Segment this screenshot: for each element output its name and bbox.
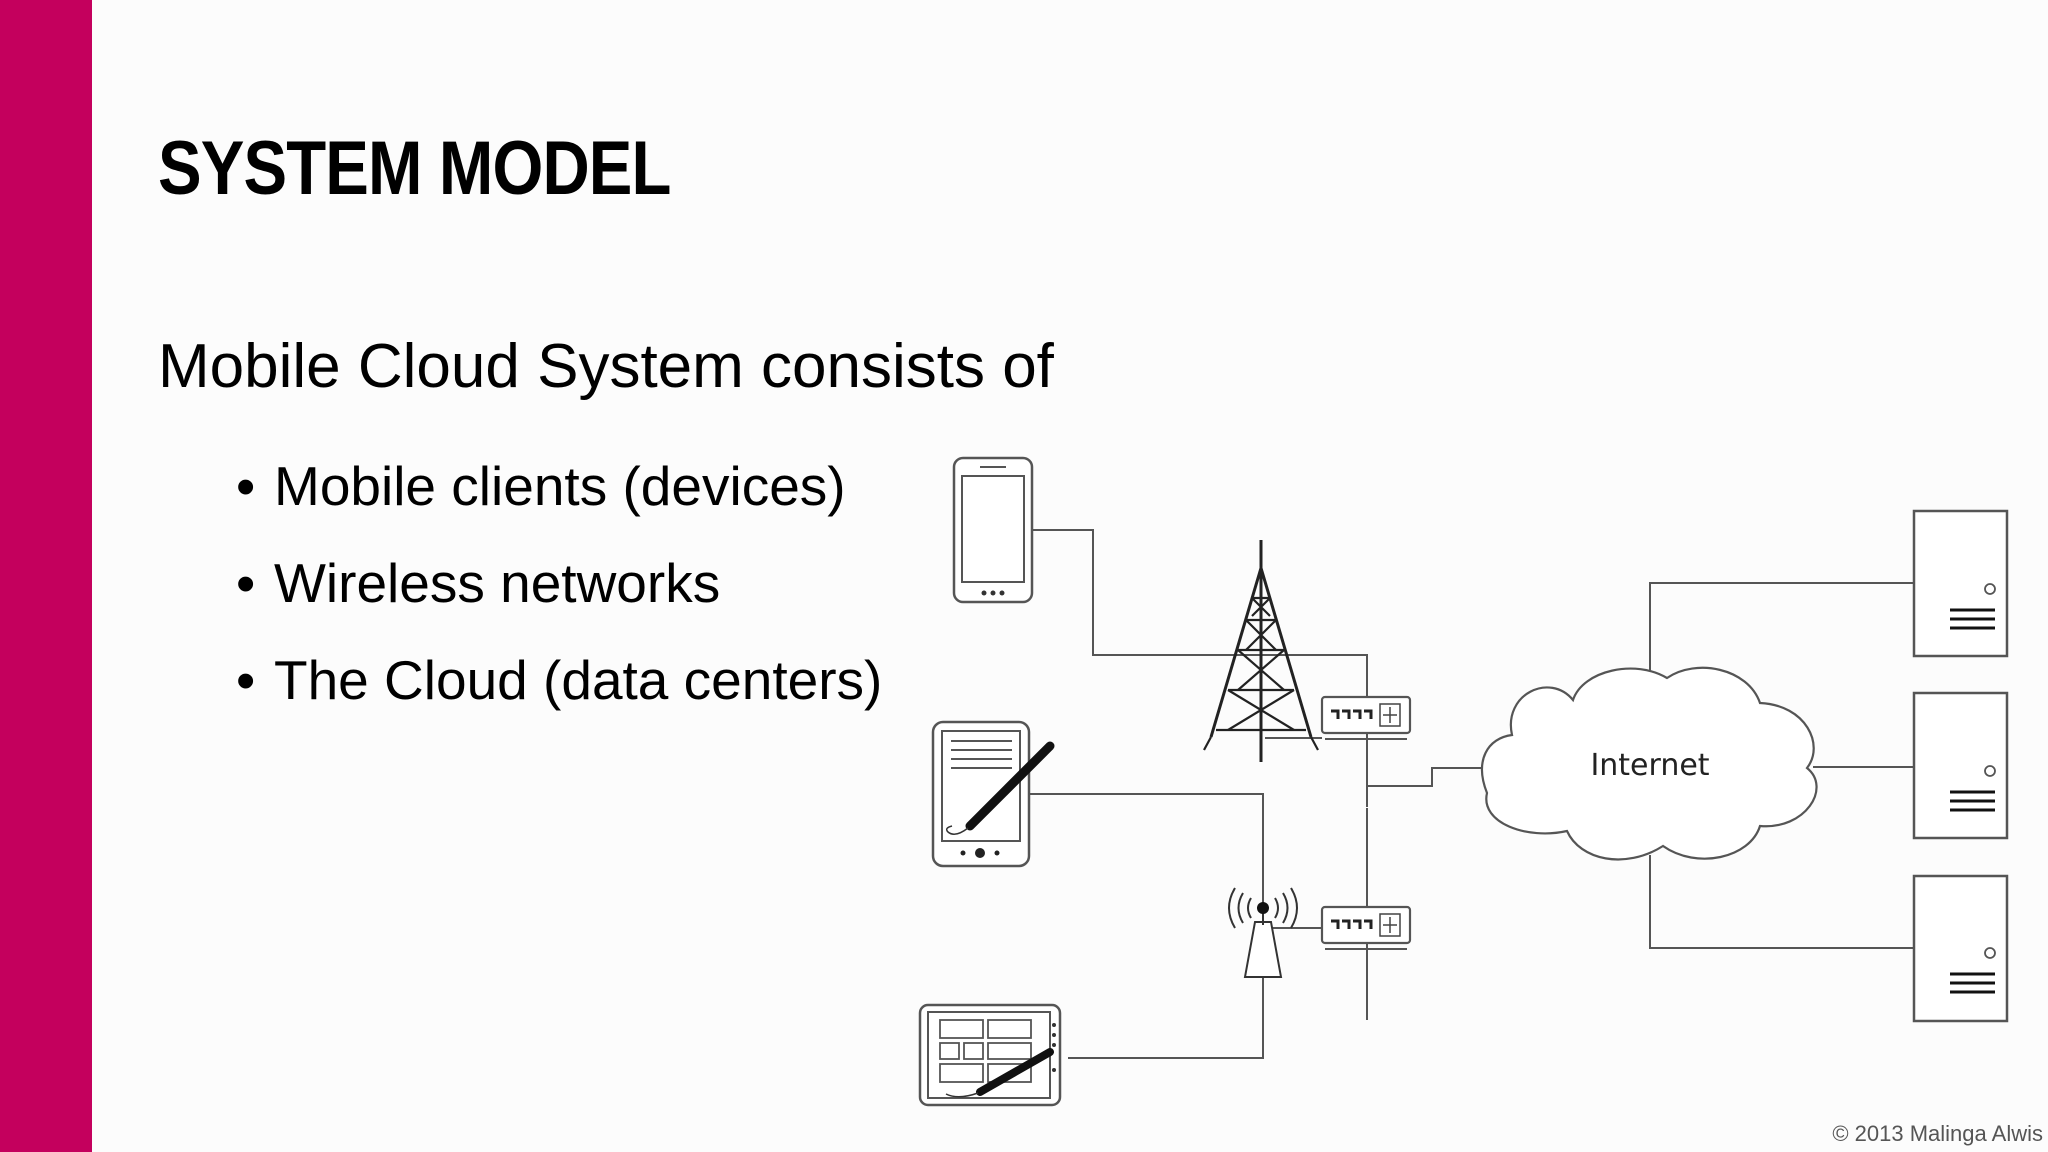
server-icon	[1912, 509, 2009, 658]
server-icon	[1912, 691, 2009, 840]
pda-stylus-icon	[931, 720, 1055, 868]
tablet-stylus-icon	[918, 1003, 1062, 1107]
bullet-the-cloud: The Cloud (data centers)	[236, 632, 882, 729]
internet-cloud: Internet	[1481, 666, 1818, 861]
accent-bar	[0, 0, 92, 1152]
smartphone-icon	[952, 456, 1034, 604]
cell-tower-icon	[1203, 540, 1319, 762]
copyright-notice: © 2013 Malinga Alwis	[1832, 1121, 2043, 1146]
router-icon	[1320, 905, 1412, 950]
internet-label: Internet	[1590, 748, 1709, 783]
bullet-list: Mobile clients (devices) Wireless networ…	[236, 438, 882, 729]
router-icon	[1320, 695, 1412, 740]
server-icon	[1912, 874, 2009, 1023]
bullet-wireless-networks: Wireless networks	[236, 535, 882, 632]
slide-title: SYSTEM MODEL	[158, 126, 671, 211]
wireless-antenna-icon	[1228, 887, 1298, 978]
slide-subtitle: Mobile Cloud System consists of	[158, 332, 1054, 401]
bullet-mobile-clients: Mobile clients (devices)	[236, 438, 882, 535]
